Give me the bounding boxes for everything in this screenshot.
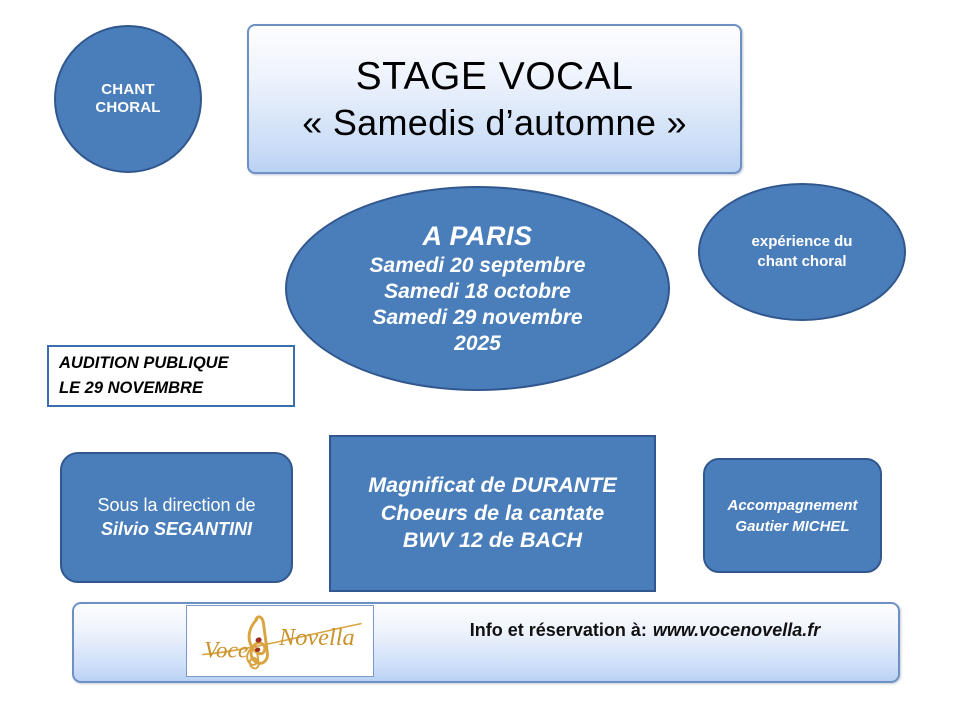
experience-line1: expérience du: [751, 232, 853, 250]
programme-line1: Magnificat de DURANTE: [368, 472, 617, 497]
logo-word-novella: Novella: [278, 624, 355, 651]
accompanist-name: Gautier MICHEL: [735, 517, 850, 535]
date-year: 2025: [454, 331, 501, 355]
page-title: STAGE VOCAL: [355, 54, 634, 98]
page-subtitle: « Samedis d’automne »: [302, 101, 687, 143]
poster-title-box: STAGE VOCAL « Samedis d’automne »: [247, 24, 742, 174]
direction-label: Sous la direction de: [97, 495, 256, 516]
footer-info-label: Info et réservation à:: [469, 619, 647, 640]
direction-box: Sous la direction de Silvio SEGANTINI: [60, 452, 293, 583]
chant-choral-line1: CHANT: [101, 81, 155, 99]
location-heading: A PARIS: [422, 220, 533, 251]
logo-word-voce: Voce: [204, 638, 248, 664]
audition-line2: LE 29 NOVEMBRE: [59, 379, 203, 397]
voce-novella-logo: Voce Novella: [186, 605, 374, 677]
programme-line3: BWV 12 de BACH: [402, 528, 583, 553]
date-item-3: Samedi 29 novembre: [372, 305, 583, 329]
experience-line2: chant choral: [757, 253, 847, 270]
audition-line1: AUDITION PUBLIQUE: [59, 354, 229, 373]
director-name: Silvio SEGANTINI: [100, 518, 253, 539]
accompagnement-box: Accompagnement Gautier MICHEL: [703, 458, 882, 573]
date-item-1: Samedi 20 septembre: [369, 254, 586, 278]
audition-box: AUDITION PUBLIQUE LE 29 NOVEMBRE: [47, 345, 295, 407]
experience-ellipse: expérience du chant choral: [698, 183, 906, 321]
footer-info: Info et réservation à: www.vocenovella.f…: [390, 602, 900, 658]
dates-ellipse: A PARIS Samedi 20 septembre Samedi 18 oc…: [285, 186, 670, 391]
programme-box: Magnificat de DURANTE Choeurs de la cant…: [329, 435, 656, 592]
date-item-2: Samedi 18 octobre: [384, 280, 571, 304]
programme-line2: Choeurs de la cantate: [380, 500, 605, 525]
chant-choral-badge: CHANT CHORAL: [54, 25, 202, 173]
chant-choral-line2: CHORAL: [95, 99, 161, 116]
website-url[interactable]: www.vocenovella.fr: [652, 619, 821, 640]
accompagnement-label: Accompagnement: [727, 496, 858, 514]
